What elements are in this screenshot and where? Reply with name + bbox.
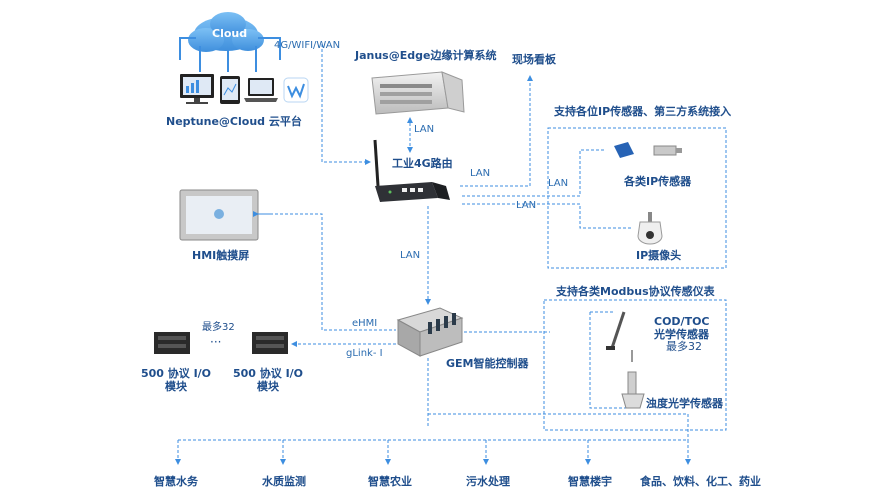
router-lan-right1: LAN: [470, 168, 491, 179]
io-module-icon: [252, 332, 288, 354]
app-label-0: 智慧水务: [154, 475, 198, 488]
router-icon: [373, 139, 450, 202]
io-module-2-label: 500 协议 I/O 模块: [232, 367, 304, 393]
app-label-4: 智慧楼宇: [568, 475, 612, 488]
cloud-label: Cloud: [212, 27, 248, 40]
router-label: 工业4G路由: [392, 157, 453, 170]
ehmi-label: eHMI: [352, 318, 378, 329]
io-ellipsis: ···: [210, 335, 222, 349]
cloud-icon: [188, 12, 264, 52]
cod-sensor-icon: [606, 311, 633, 362]
modbus-group-box: [543, 299, 727, 431]
modbus-title: 支持各类Modbus协议传感仪表: [556, 285, 715, 298]
router-lan-right2: LAN: [548, 178, 569, 189]
controller-label: GEM智能控制器: [446, 357, 529, 370]
app-label-5: 食品、饮料、化工、药业: [640, 475, 761, 488]
dashboard-label: 现场看板: [512, 53, 556, 66]
cloud-link-label: 4G/WIFI/WAN: [274, 40, 341, 51]
io-module-icon: [154, 332, 190, 354]
edge-lan-label: LAN: [414, 124, 435, 135]
app-logo-icon: [283, 77, 309, 103]
app-label-3: 污水处理: [466, 475, 510, 488]
gem-controller-icon: [396, 307, 464, 357]
ip-group-box: [547, 127, 727, 269]
hmi-screen-icon: [179, 189, 259, 241]
cloud-platform-label: Neptune@Cloud 云平台: [166, 115, 302, 128]
edge-server-icon: [371, 71, 465, 115]
io-module-1-label: 500 协议 I/O 模块: [140, 367, 212, 393]
glink-label: gLink- I: [346, 348, 383, 359]
edge-title: Janus@Edge边缘计算系统: [355, 49, 497, 62]
camera-icon: [637, 212, 663, 245]
ip-group-title: 支持各位IP传感器、第三方系统接入: [554, 105, 732, 118]
router-lan-down: LAN: [400, 250, 421, 261]
monitor-icon: [180, 74, 214, 104]
app-label-1: 水质监测: [262, 475, 306, 488]
app-label-2: 智慧农业: [368, 475, 412, 488]
turbidity-label: 浊度光学传感器: [646, 397, 723, 410]
cloud-bracket-left: [179, 37, 196, 60]
ip-sensor-icon: [614, 142, 682, 158]
cloud-bracket-right: [258, 37, 281, 60]
ip-camera-label: IP摄像头: [636, 249, 682, 262]
ip-sensors-label: 各类IP传感器: [624, 175, 692, 188]
turbidity-sensor-icon: [621, 371, 645, 409]
hmi-label: HMI触摸屏: [192, 249, 250, 262]
io-max-label: 最多32: [202, 322, 235, 333]
cod-label: COD/TOC 光学传感器 最多32: [654, 315, 710, 354]
laptop-icon: [244, 78, 278, 102]
router-lan-right3: LAN: [516, 200, 537, 211]
tablet-icon: [220, 76, 240, 104]
